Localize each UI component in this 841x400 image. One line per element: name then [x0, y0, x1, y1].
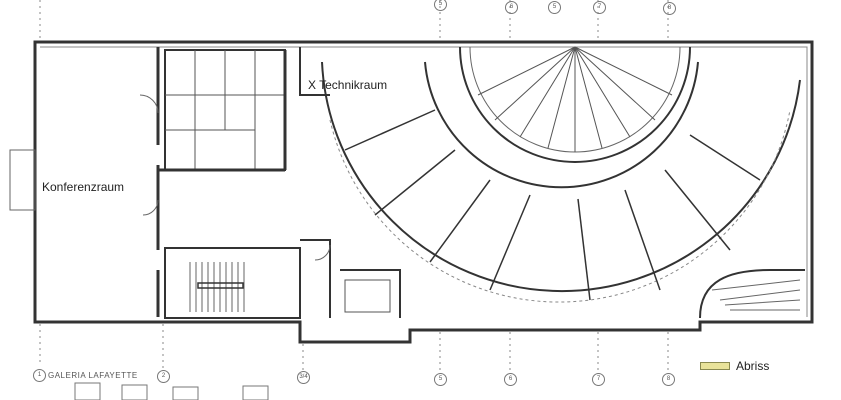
street-label: GALERIA LAFAYETTE — [48, 371, 138, 380]
legend-label: Abriss — [736, 359, 770, 373]
legend-swatch-demolition — [700, 362, 730, 370]
axis-marker: 8 — [662, 373, 675, 386]
inner-dome — [459, 46, 691, 163]
stair-right — [699, 269, 805, 319]
outer-arc — [321, 61, 801, 293]
axis-marker: 8 — [663, 2, 676, 15]
room-label-technical: X Technikraum — [308, 78, 388, 92]
axis-marker: 7 — [592, 373, 605, 386]
room-label-conference: Konferenzraum — [42, 180, 125, 194]
axis-marker: 2 — [157, 370, 170, 383]
axis-marker: 6 — [504, 373, 517, 386]
axis-marker: 5 — [548, 1, 561, 14]
axis-marker: 5 — [434, 373, 447, 386]
axis-marker: 1 — [33, 369, 46, 382]
axis-marker: 7 — [593, 1, 606, 14]
middle-arc — [424, 61, 699, 189]
axis-marker: 6 — [505, 1, 518, 14]
axis-marker: 5 — [434, 0, 447, 11]
outer-wall — [33, 40, 814, 344]
stair-left — [164, 247, 301, 319]
legend: Abriss — [700, 359, 769, 373]
axis-marker: 3/4 — [297, 371, 310, 384]
